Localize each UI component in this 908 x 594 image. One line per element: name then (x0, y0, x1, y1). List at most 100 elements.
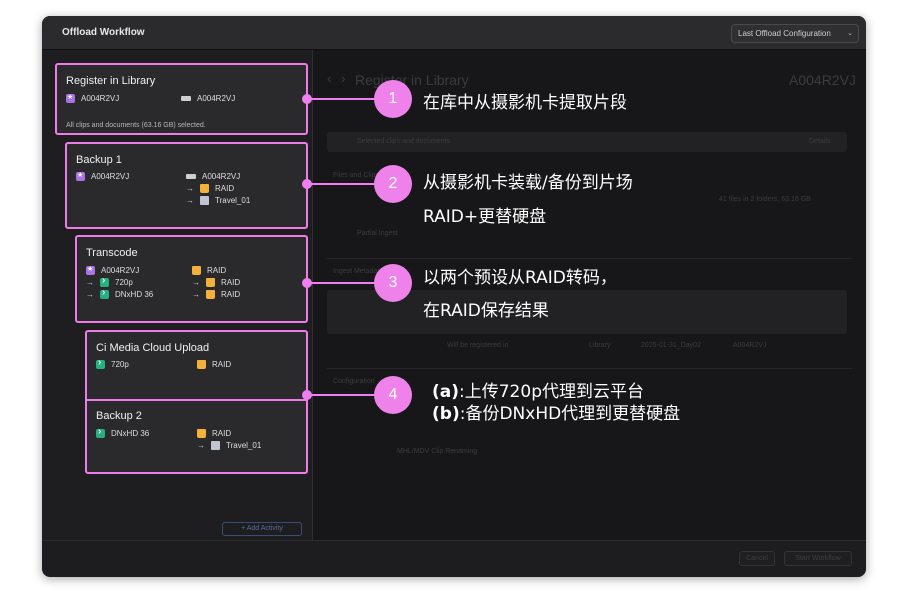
camera-card-icon (186, 174, 196, 179)
transcode-preset-icon (100, 287, 109, 299)
camera-card-row: A004R2VJ (186, 172, 240, 181)
offload-workflow-window: Offload Workflow Last Offload Configurat… (42, 16, 866, 577)
destination-label: Travel_01 (215, 196, 251, 205)
detail-card-id: A004R2VJ (789, 72, 856, 88)
library-icon (86, 265, 95, 275)
will-be-registered-label: Will be registered in (447, 342, 509, 349)
footer-divider (42, 540, 866, 541)
transcode-preset-icon (100, 275, 109, 287)
output-label: RAID (221, 290, 241, 299)
partial-ingest-toggle[interactable]: Partial Ingest (357, 230, 398, 237)
camera-card-icon (181, 96, 191, 101)
destination-row: → Travel_01 (186, 196, 250, 205)
camera-card-label: A004R2VJ (202, 172, 241, 181)
callout-badge-1: 1 (374, 80, 412, 118)
output-row: → RAID (192, 290, 240, 299)
mhl-option[interactable]: MHL/MDV Clip Renaming (397, 448, 478, 455)
raid-icon (192, 266, 201, 275)
preset-row: → DNxHD 36 (86, 287, 154, 299)
chevron-down-icon: ⌄ (847, 30, 853, 37)
card-title: Register in Library (66, 75, 156, 87)
transcode-preset-icon (96, 426, 105, 438)
library-icon (76, 171, 85, 181)
callout-connector (307, 282, 375, 284)
forward-icon[interactable]: › (341, 70, 346, 86)
selection-summary: All clips and documents (63.16 GB) selec… (66, 122, 206, 129)
configuration-heading: Configuration (333, 378, 375, 385)
raid-icon (197, 360, 206, 369)
library-label: Library (589, 342, 611, 349)
callout-anchor-dot (302, 179, 312, 189)
destination-row: → Travel_01 (197, 441, 261, 450)
preset-label: DNxHD 36 (115, 290, 154, 299)
upload-and-backup-card: Ci Media Cloud Upload 720p RAID Backup 2… (85, 330, 308, 474)
target-label: RAID (212, 429, 232, 438)
callout-connector (307, 183, 375, 185)
annotation-3-line-1: 以两个预设从RAID转码， (423, 268, 617, 288)
annotation-1: 在库中从摄影机卡提取片段 (423, 93, 627, 113)
cloud-upload-title[interactable]: Ci Media Cloud Upload (96, 342, 210, 354)
source-row: A004R2VJ (76, 171, 129, 181)
source-row: A004R2VJ (86, 265, 139, 275)
annotation-4a: (a):上传720p代理到云平台 (432, 377, 644, 402)
metadata-box (327, 290, 847, 334)
callout-anchor-dot (302, 390, 312, 400)
callout-anchor-dot (302, 278, 312, 288)
callout-badge-2: 2 (374, 165, 412, 203)
output-label: RAID (221, 278, 241, 287)
start-workflow-button[interactable]: Start Workflow (784, 551, 852, 566)
raid-icon (197, 429, 206, 438)
source-clip-row: A004R2VJ (66, 93, 119, 103)
drive-icon (211, 441, 220, 450)
configuration-dropdown[interactable]: Last Offload Configuration ⌄ (731, 24, 859, 43)
raid-icon (200, 184, 209, 193)
callout-badge-4: 4 (374, 376, 412, 414)
arrow-right-icon: → (86, 290, 94, 299)
detail-title: Register in Library (355, 72, 469, 88)
target-label: RAID (212, 360, 232, 369)
annotation-2-line-1: 从摄影机卡装载/备份到片场 (423, 173, 633, 193)
configuration-dropdown-label: Last Offload Configuration (738, 29, 831, 38)
arrow-right-icon: → (197, 441, 205, 450)
target-row: RAID (197, 360, 231, 369)
arrow-right-icon: → (86, 278, 94, 287)
divider (327, 258, 852, 259)
transcode-card[interactable]: Transcode A004R2VJ → 720p → DNxHD 36 RAI… (75, 235, 308, 323)
preset-row: → 720p (86, 275, 133, 287)
notice-text: Selected clips and documents (357, 138, 450, 145)
back-icon[interactable]: ‹ (327, 70, 332, 86)
files-count: 41 files in 2 folders, 63.16 GB (719, 196, 811, 203)
add-activity-button[interactable]: + Add Activity (222, 522, 302, 536)
annotation-4a-text: :上传720p代理到云平台 (459, 382, 644, 402)
target-row: RAID (197, 429, 231, 438)
callout-connector (307, 394, 375, 396)
destination-label: Travel_01 (226, 441, 262, 450)
register-in-library-card[interactable]: Register in Library A004R2VJ A004R2VJ Al… (55, 63, 308, 135)
annotation-4b-text: :备份DNxHD代理到更替硬盘 (459, 404, 681, 424)
preset-row: DNxHD 36 (96, 426, 149, 438)
camera-card-row: A004R2VJ (181, 94, 235, 103)
title-bar: Offload Workflow Last Offload Configurat… (42, 16, 866, 50)
backup-1-card[interactable]: Backup 1 A004R2VJ A004R2VJ → RAID → Trav… (65, 142, 308, 229)
annotation-4a-label: (a) (432, 382, 460, 402)
panel-divider (312, 50, 313, 540)
callout-anchor-dot (302, 94, 312, 104)
callout-connector (307, 98, 375, 100)
raid-icon (206, 278, 215, 287)
transcode-preset-icon (96, 357, 105, 369)
drive-icon (200, 196, 209, 205)
details-button[interactable]: Details (809, 138, 831, 145)
destination-row: → RAID (186, 184, 234, 193)
files-clips-heading: Files and Clips (333, 172, 379, 179)
card-title: Backup 1 (76, 154, 122, 166)
arrow-right-icon: → (192, 278, 200, 287)
preset-label: 720p (111, 360, 129, 369)
ingest-metadata-heading: Ingest Metadata (333, 268, 384, 275)
cancel-button[interactable]: Cancel (739, 551, 775, 566)
raid-icon (206, 290, 215, 299)
backup-2-title[interactable]: Backup 2 (96, 410, 142, 422)
preset-label: 720p (115, 278, 133, 287)
library-icon (66, 93, 75, 103)
window-title: Offload Workflow (62, 27, 145, 38)
target-label: RAID (207, 266, 227, 275)
